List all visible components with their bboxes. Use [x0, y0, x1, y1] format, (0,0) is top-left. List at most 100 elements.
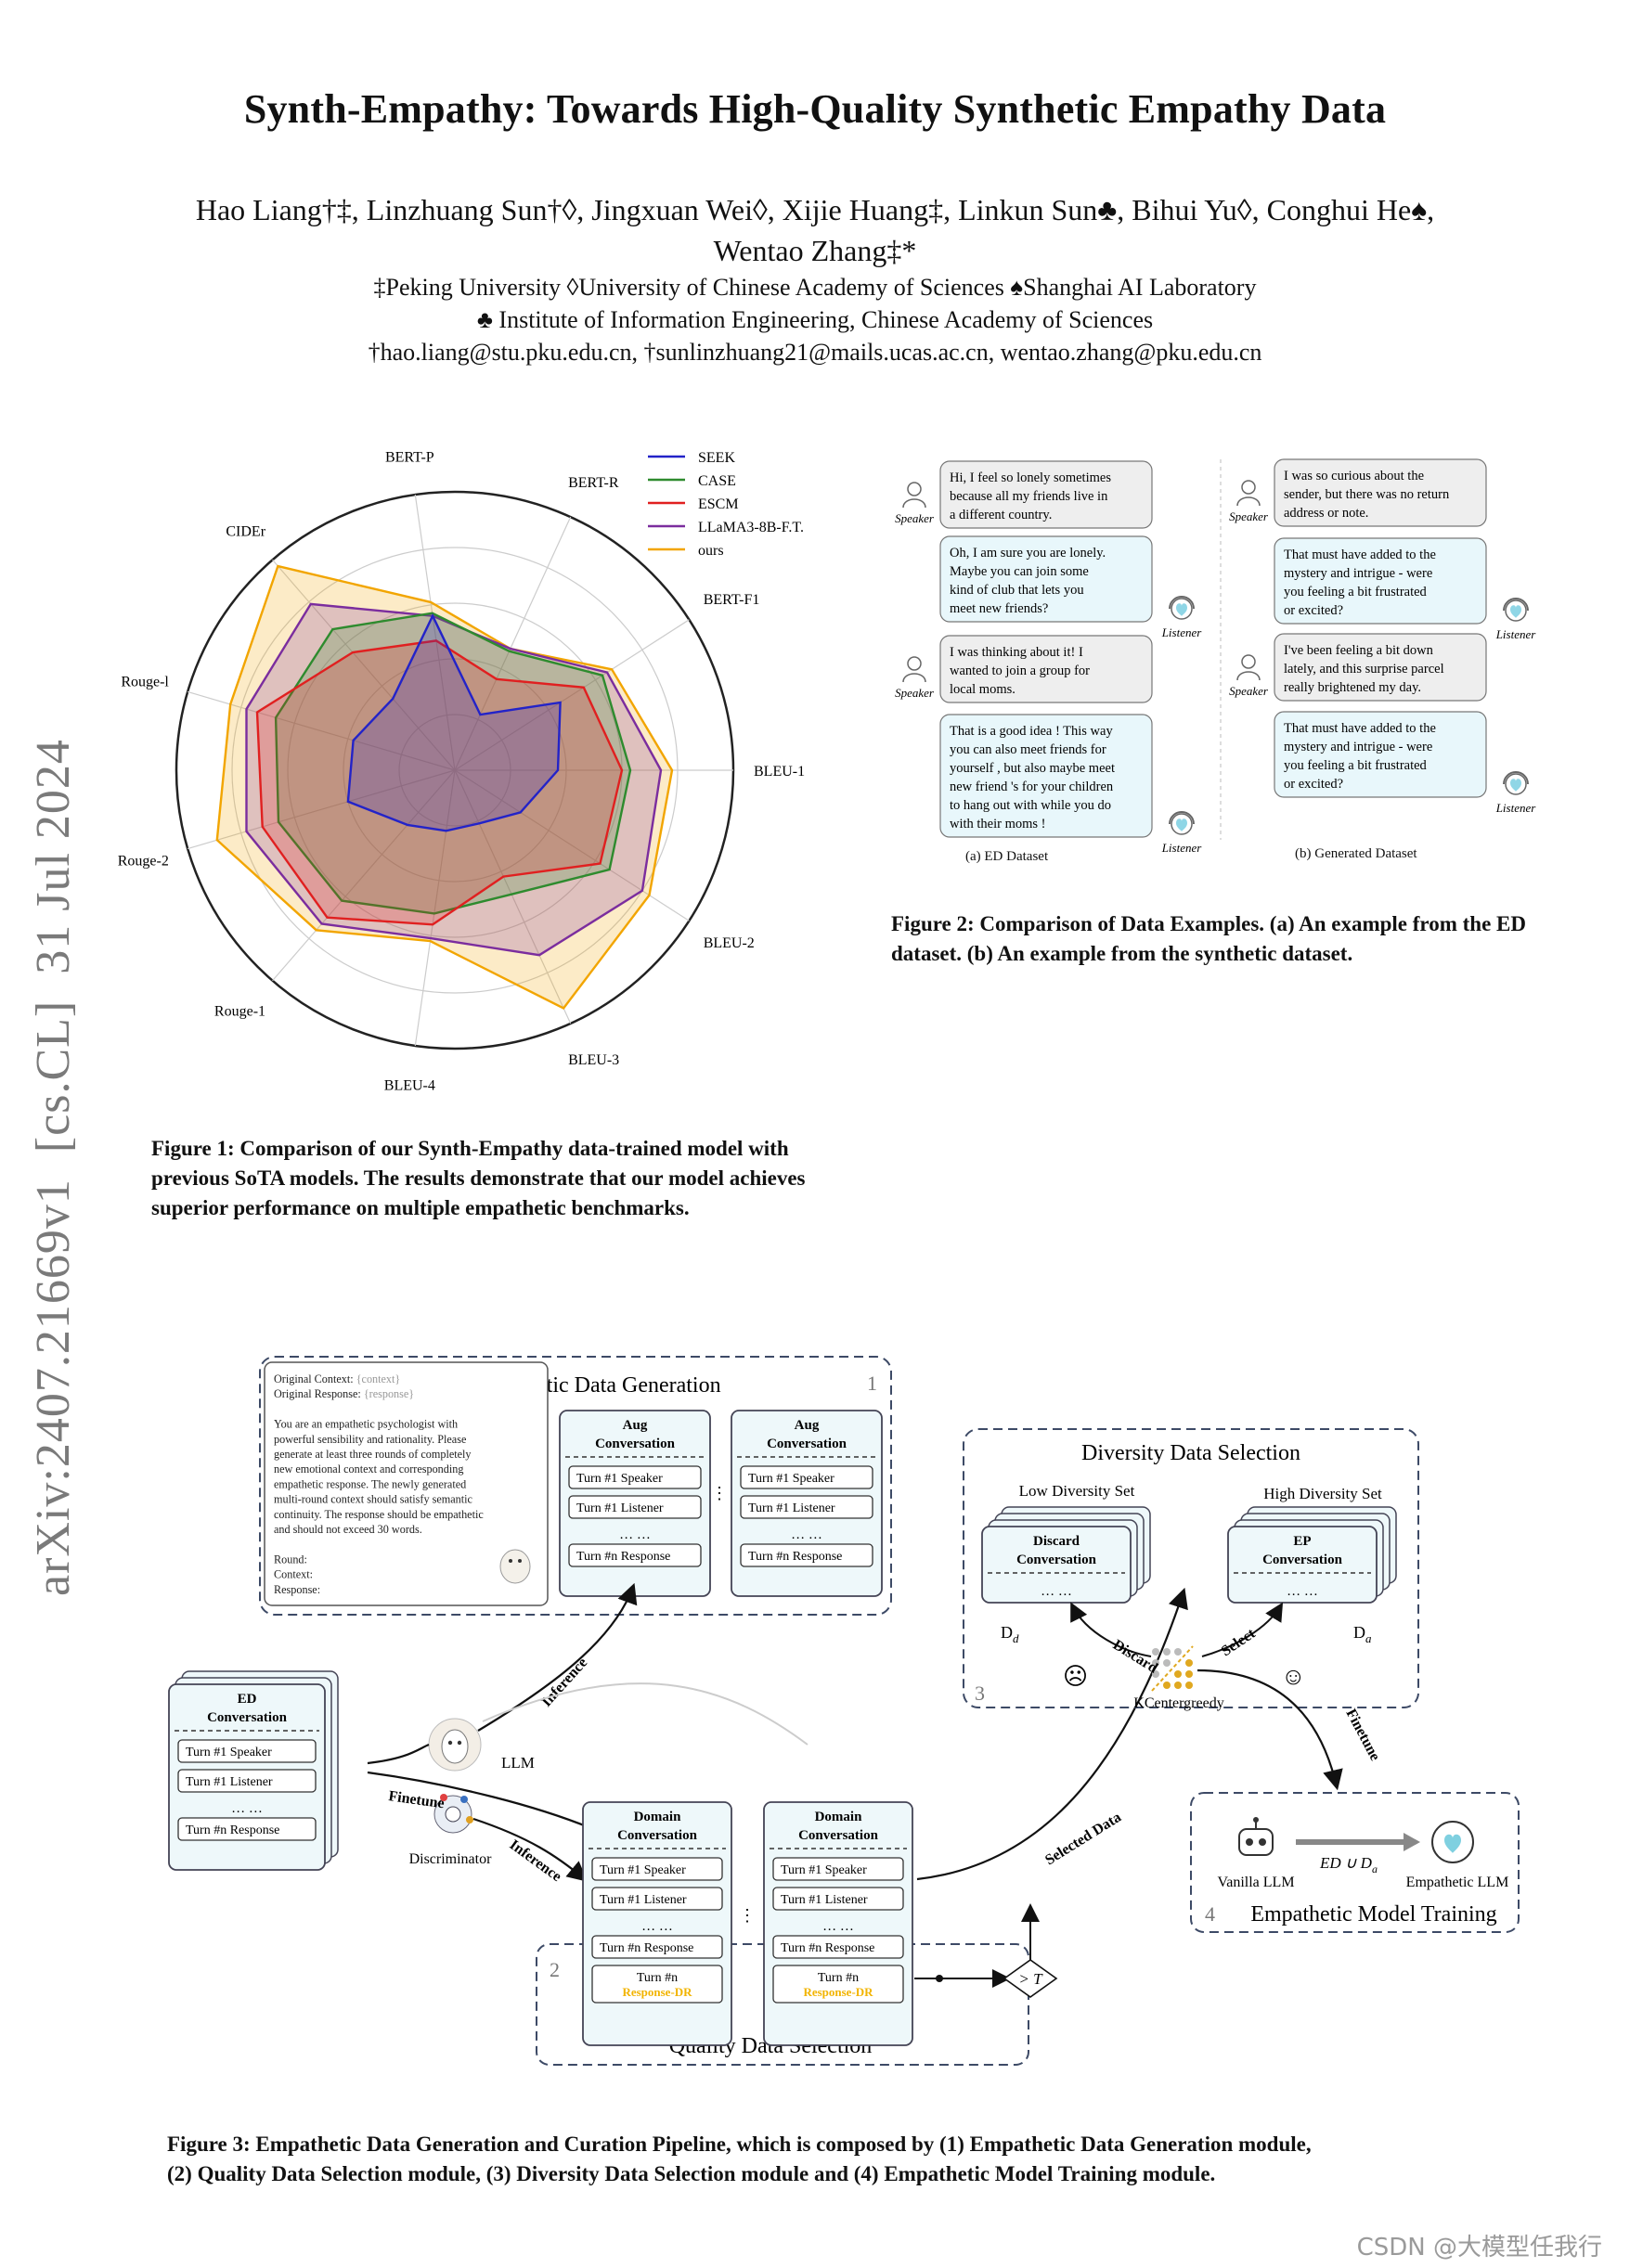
prompt-line: generate at least three rounds of comple…: [274, 1448, 472, 1461]
affiliations: ‡Peking University ◊University of Chines…: [373, 274, 1257, 301]
kcenter-dots: [1151, 1645, 1194, 1692]
prompt-line: Original Response: {response}: [274, 1387, 414, 1400]
vanilla-llm-label: Vanilla LLM: [1217, 1875, 1294, 1890]
card-row: [772, 1887, 904, 1911]
card-frame: [981, 1526, 1132, 1604]
bubble-text: yourself , but also maybe meet: [950, 761, 1115, 776]
legend-label: ours: [698, 543, 724, 559]
card-row-text: Turn #n Response: [781, 1941, 874, 1955]
ed-to-llm-line: [367, 1743, 430, 1765]
card-header: Aug: [623, 1418, 648, 1433]
card-row: [740, 1495, 873, 1519]
bubble-text: a different country.: [950, 508, 1052, 522]
bubble-text: That is a good idea ! This way: [950, 724, 1113, 739]
bubble-text: Hi, I feel so lonely sometimes: [950, 470, 1111, 485]
radar-spoke: [272, 559, 456, 771]
legend-label: LLaMA3-8B-F.T.: [698, 520, 804, 535]
card-header: Conversation: [1016, 1553, 1096, 1567]
gen-panel-title: (b) Generated Dataset: [1295, 846, 1417, 861]
radar-spoke: [414, 769, 456, 1047]
card-header: Conversation: [595, 1437, 675, 1451]
finetune-label-2: Finetune: [1342, 1707, 1382, 1763]
card-row-text: Turn #n Response: [576, 1550, 670, 1564]
module2-box: [536, 1943, 1029, 2066]
card-header: Conversation: [767, 1437, 847, 1451]
bubble-text: sender, but there was no return: [1284, 487, 1450, 502]
card-row: [568, 1495, 702, 1519]
bubble-text: to hang out with while you do: [950, 798, 1111, 813]
radar-axis-labels: BLEU-1BLEU-2BLEU-3BLEU-4Rouge-1Rouge-2Ro…: [118, 449, 805, 1093]
prompt-line: Original Context: {context}: [274, 1372, 400, 1385]
module2-number: 2: [550, 1958, 560, 1981]
card-header: Conversation: [798, 1828, 878, 1843]
bubble-text: because all my friends live in: [950, 489, 1108, 504]
bubble-text: That must have added to the: [1284, 548, 1436, 562]
radar-spoke: [187, 769, 456, 850]
speaker-icon: Speaker: [1229, 654, 1269, 698]
kcenter-label: KCentergreedy: [1133, 1695, 1223, 1711]
listener-label: Listener: [1161, 625, 1203, 639]
card-row-text: Turn #1 Listener: [748, 1501, 835, 1515]
legend-label: CASE: [698, 473, 736, 489]
da-label: Da: [1353, 1623, 1372, 1645]
dialogue-bubble: Hi, I feel so lonely sometimes because al…: [939, 460, 1153, 529]
prompt-line: Round:: [274, 1553, 307, 1566]
speaker-label: Speaker: [1229, 509, 1269, 523]
discard-label: Discard: [1110, 1637, 1160, 1677]
listener-label: Listener: [1495, 627, 1537, 641]
llama-icon: [499, 1549, 531, 1584]
card-row-text: Turn #n: [818, 1971, 859, 1985]
figure2-caption: Figure 2: Comparison of Data Examples. (…: [891, 912, 1526, 965]
card-row: [591, 1965, 723, 2004]
module1-box: [259, 1356, 892, 1616]
listener-label: Listener: [1495, 801, 1537, 815]
prompt-panel: [264, 1361, 549, 1606]
author-emails: †hao.liang@stu.pku.edu.cn, †sunlinzhuang…: [368, 339, 1262, 366]
dialogue-bubble: Oh, I am sure you are lonely.Maybe you c…: [939, 535, 1153, 623]
card-header: Domain: [815, 1810, 862, 1824]
module4-box: [1190, 1792, 1520, 1933]
radar-axis-label: Rouge-1: [214, 1003, 265, 1019]
card-row-text: Turn #1 Listener: [186, 1775, 273, 1789]
radar-axis-label: Rouge-l: [121, 675, 169, 690]
speaker-label: Speaker: [895, 686, 935, 700]
radar-spoke: [272, 769, 456, 982]
module3-box: [963, 1428, 1419, 1708]
author-list: Hao Liang†‡, Linzhuang Sun†◊, Jingxuan W…: [195, 193, 1435, 226]
card-row-text: Turn #n Response: [186, 1823, 279, 1837]
union-label: ED ∪ Da: [1319, 1854, 1378, 1875]
smile-face-icon: ☺: [1281, 1663, 1306, 1690]
card-row: [568, 1465, 702, 1489]
card-header: ED: [238, 1692, 257, 1707]
csdn-watermark: CSDN @大模型任我行: [1356, 2234, 1602, 2262]
card-row-text: Turn #1 Speaker: [781, 1863, 867, 1877]
listener-label: Listener: [1161, 841, 1203, 855]
prompt-line: Response:: [274, 1583, 320, 1596]
card-row-text: Turn #n: [637, 1971, 678, 1985]
inference-label-up: Inference: [538, 1655, 590, 1709]
radar-axis-label: BLEU-4: [384, 1078, 435, 1094]
card-row-text: Turn #1 Speaker: [600, 1863, 686, 1877]
radar-axis-label: BLEU-1: [754, 764, 805, 780]
listener-icon: Listener: [1495, 771, 1537, 815]
bubble-text: you feeling a bit frustrated: [1284, 758, 1428, 773]
discriminator-label: Discriminator: [409, 1851, 493, 1867]
threshold-label: > T: [1018, 1970, 1043, 1988]
selected-data-label: Selected Data: [1042, 1810, 1124, 1869]
prompt-line: Context:: [274, 1568, 313, 1581]
radar-series-SEEK: [346, 612, 562, 832]
bubble-text: or excited?: [1284, 777, 1343, 792]
radar-axis-label: BLEU-3: [568, 1052, 619, 1068]
card-dots: … …: [231, 1801, 263, 1816]
arxiv-stamp: arXiv:2407.21669v1 [cs.CL] 31 Jul 2024: [27, 739, 80, 1596]
card-row-text: Turn #1 Speaker: [748, 1472, 834, 1486]
card-row-text: Turn #n Response: [600, 1941, 693, 1955]
listener-icon: Listener: [1161, 596, 1203, 639]
inference-arrow-up: [477, 1582, 638, 1732]
prompt-line: and should not exceed 30 words.: [274, 1523, 422, 1536]
card-row: [177, 1817, 317, 1841]
